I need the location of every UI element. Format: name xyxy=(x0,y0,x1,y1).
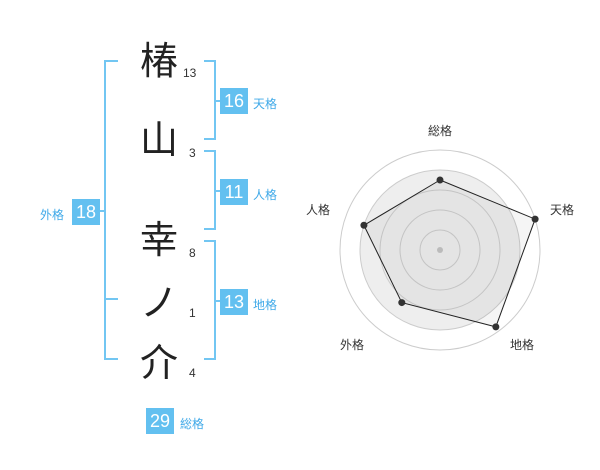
soukaku-badge: 29 xyxy=(146,408,174,434)
tenkaku-label: 天格 xyxy=(253,97,278,111)
tenkaku-bracket-bottom xyxy=(204,138,216,140)
jinkaku-bracket-top xyxy=(204,150,216,152)
radar-label-gaikaku: 外格 xyxy=(340,338,365,352)
stroke-count-4: 1 xyxy=(189,306,196,320)
gaikaku-badge: 18 xyxy=(72,199,100,225)
gaikaku-label: 外格 xyxy=(40,208,65,222)
name-char-1: 椿 xyxy=(139,39,178,83)
radar-point-4 xyxy=(398,299,406,307)
stroke-count-2: 3 xyxy=(189,146,196,160)
chikaku-badge: 13 xyxy=(220,289,248,315)
chikaku-bracket-top xyxy=(204,240,216,242)
radar-label-soukaku: 総格 xyxy=(428,124,453,138)
stroke-count-1: 13 xyxy=(183,66,197,80)
radar-series-polygon xyxy=(363,179,536,328)
jinkaku-label: 人格 xyxy=(253,188,278,202)
radar-ring-3 xyxy=(379,189,501,311)
gaikaku-bracket-connector xyxy=(98,210,106,212)
name-char-5: 介 xyxy=(139,341,178,385)
stroke-count-3: 8 xyxy=(189,246,196,260)
radar-point-5 xyxy=(360,221,368,229)
soukaku-label: 総格 xyxy=(180,417,205,431)
gaikaku-bracket-top xyxy=(104,60,118,62)
radar-ring-1 xyxy=(419,229,461,271)
chikaku-bracket-connector xyxy=(214,300,220,302)
radar-point-3 xyxy=(492,323,500,331)
jinkaku-bracket-bottom xyxy=(204,228,216,230)
radar-label-tenkaku: 天格 xyxy=(550,203,575,217)
radar-label-chikaku: 地格 xyxy=(510,338,535,352)
name-char-2: 山 xyxy=(139,118,178,162)
radar-label-jinkaku: 人格 xyxy=(306,203,331,217)
radar-ring-2 xyxy=(399,209,481,291)
tenkaku-badge: 16 xyxy=(220,88,248,114)
chikaku-label: 地格 xyxy=(253,298,278,312)
chikaku-bracket-bottom xyxy=(204,358,216,360)
jinkaku-badge: 11 xyxy=(220,179,248,205)
jinkaku-bracket-connector xyxy=(214,190,220,192)
name-char-3: 幸 xyxy=(139,218,178,262)
radar-ring-4 xyxy=(359,169,521,331)
stroke-count-5: 4 xyxy=(189,366,196,380)
radar-center-dot xyxy=(437,247,443,253)
radar-chart xyxy=(339,149,541,351)
name-char-4: ノ xyxy=(139,281,178,325)
gaikaku-bracket-tick xyxy=(104,298,118,300)
tenkaku-bracket-connector xyxy=(214,100,220,102)
tenkaku-bracket-top xyxy=(204,60,216,62)
radar-point-1 xyxy=(436,176,444,184)
radar-ring-5 xyxy=(339,149,541,351)
gaikaku-bracket-bottom xyxy=(104,358,118,360)
radar-point-2 xyxy=(531,215,539,223)
